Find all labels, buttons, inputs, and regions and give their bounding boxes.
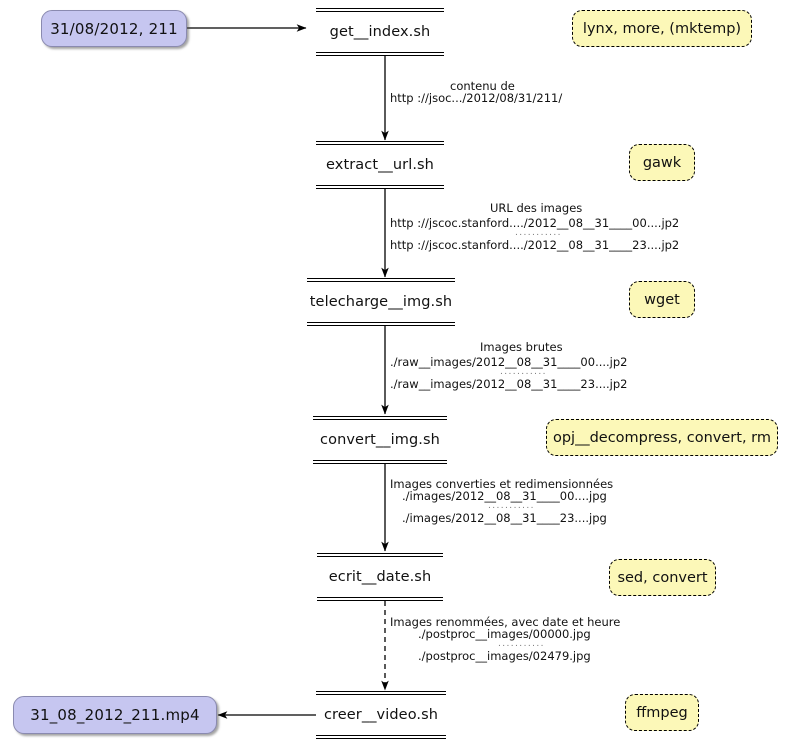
node-rule [316,144,444,146]
node-rule [307,325,455,326]
edge-ellipsis: ........... [500,367,547,378]
edge-caption: Images converties et redimensionnées [390,477,614,491]
edge-ellipsis: ........... [488,501,535,512]
edge-line-1: ./postproc__images/00000.jpg [418,627,591,642]
node-rule [313,463,447,464]
edge-ellipsis: ........... [498,639,545,650]
edge-label-get-index-to-extract-url: contenu de http ://jsoc.../2012/08/31/21… [390,80,730,104]
node-get-index-label: get__index.sh [329,24,431,40]
node-rule [317,596,443,598]
node-rule [316,55,444,56]
node-convert-img-label: convert__img.sh [320,432,440,448]
node-rule [316,694,446,696]
tool-box-extract-url[interactable]: gawk [629,144,695,181]
node-extract-url[interactable]: extract__url.sh [316,141,444,189]
node-creer-video[interactable]: creer__video.sh [316,691,446,739]
start-terminal-label: 31/08/2012, 211 [50,19,178,38]
node-rule [313,459,447,461]
edge-line-2: ./raw__images/2012__08__31____23....jp2 [390,377,628,392]
node-rule [316,691,446,692]
node-rule [316,738,446,739]
node-rule [316,184,444,186]
edge-line-2: http ://jscoc.stanford..../2012__08__31_… [390,238,680,253]
node-creer-video-label: creer__video.sh [323,707,439,723]
node-telecharge-img-label: telecharge__img.sh [309,294,453,310]
edge-line-1: ./raw__images/2012__08__31____00....jp2 [390,355,628,370]
edge-label-convert-img-to-ecrit-date: Images converties et redimensionnées ./i… [390,478,750,524]
tool-box-get-index[interactable]: lynx, more, (mktemp) [572,10,752,47]
tool-box-get-index-label: lynx, more, (mktemp) [582,20,742,37]
node-ecrit-date-label: ecrit__date.sh [328,569,432,585]
node-rule [317,553,443,554]
tool-box-telecharge-img[interactable]: wget [629,281,695,318]
node-telecharge-img[interactable]: telecharge__img.sh [307,278,455,326]
node-extract-url-label: extract__url.sh [326,157,434,173]
tool-box-ecrit-date-label: sed, convert [617,569,708,586]
edge-caption: Images brutes [480,340,563,354]
edge-label-telecharge-img-to-convert-img: Images brutes ./raw__images/2012__08__31… [390,341,750,390]
tool-box-convert-img[interactable]: opj__decompress, convert, rm [546,419,778,456]
tool-box-ecrit-date[interactable]: sed, convert [609,559,716,596]
node-get-index[interactable]: get__index.sh [316,8,444,56]
node-rule [316,11,444,13]
node-rule [313,419,447,421]
edge-caption: contenu de [450,79,515,93]
node-ecrit-date[interactable]: ecrit__date.sh [317,553,443,601]
edge-line-1: ./images/2012__08__31____00....jpg [402,489,607,504]
node-rule [316,8,444,9]
node-rule [307,321,455,323]
node-rule [317,600,443,601]
node-rule [316,141,444,142]
tool-box-creer-video[interactable]: ffmpeg [625,694,699,731]
node-rule [316,734,446,736]
node-rule [307,281,455,283]
start-terminal[interactable]: 31/08/2012, 211 [41,10,187,47]
edge-line-1: http ://jsoc.../2012/08/31/211/ [390,91,563,106]
edge-line-2: ./postproc__images/02479.jpg [418,649,591,664]
output-terminal-label: 31_08_2012_211.mp4 [30,706,200,724]
node-convert-img[interactable]: convert__img.sh [313,416,447,464]
edge-line-2: ./images/2012__08__31____23....jpg [402,511,607,526]
edge-ellipsis: ........... [515,228,562,239]
node-rule [316,51,444,53]
tool-box-creer-video-label: ffmpeg [636,704,688,721]
node-rule [316,188,444,189]
tool-box-extract-url-label: gawk [642,154,682,171]
tool-box-convert-img-label: opj__decompress, convert, rm [552,429,772,446]
node-rule [313,416,447,417]
edge-label-extract-url-to-telecharge-img: URL des images http ://jscoc.stanford...… [390,202,750,251]
node-rule [307,278,455,279]
edge-label-ecrit-date-to-creer-video: Images renommées, avec date et heure ./p… [390,616,750,662]
node-rule [317,556,443,558]
tool-box-telecharge-img-label: wget [644,291,680,308]
edge-line-1: http ://jscoc.stanford..../2012__08__31_… [390,216,680,231]
edge-caption: Images renommées, avec date et heure [390,615,621,629]
edge-caption: URL des images [490,201,583,215]
output-terminal[interactable]: 31_08_2012_211.mp4 [13,696,217,734]
